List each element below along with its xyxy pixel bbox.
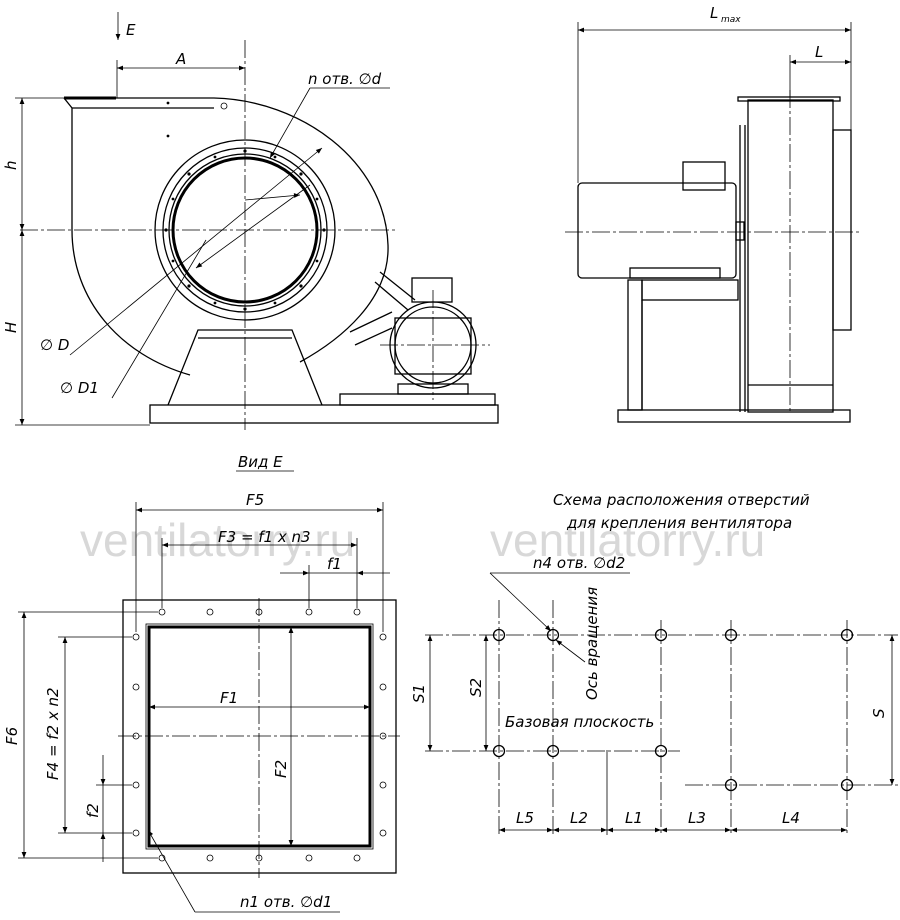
side-view: L max L bbox=[565, 4, 860, 423]
base-holes-label: n4 отв. ∅d2 bbox=[533, 554, 625, 572]
dim-A: A bbox=[175, 50, 186, 68]
view-e-title: Вид E bbox=[238, 453, 283, 471]
outlet-flange-holes bbox=[132, 608, 387, 862]
dim-Lmax-sub: max bbox=[721, 15, 741, 25]
watermark-left: ventilatorry.ru bbox=[80, 514, 355, 566]
base-holes bbox=[492, 628, 854, 792]
dim-H: H bbox=[2, 322, 20, 333]
outlet-flange-view: F5 F3 = f1 x n3 f1 F6 F4 = f2 x n2 f2 F1 bbox=[3, 491, 400, 913]
dim-S1: S1 bbox=[410, 684, 428, 703]
dim-f1: f1 bbox=[327, 555, 342, 573]
dim-F6: F6 bbox=[3, 727, 21, 745]
dim-D1: ∅ D1 bbox=[60, 379, 99, 397]
dim-F3: F3 = f1 x n3 bbox=[218, 528, 311, 546]
dim-L3: L3 bbox=[688, 809, 706, 827]
watermark-right: ventilatorry.ru bbox=[490, 514, 765, 566]
dim-Lmax: L bbox=[710, 4, 718, 22]
front-view: E A h H n отв. ∅d ∅ D ∅ D1 bbox=[2, 12, 499, 430]
dim-S2: S2 bbox=[467, 678, 485, 697]
scheme-title-line-2: для крепления вентилятора bbox=[566, 514, 792, 532]
inlet-flange-holes bbox=[164, 149, 326, 311]
dim-L1: L1 bbox=[625, 809, 643, 827]
dim-S: S bbox=[870, 708, 888, 718]
rotation-axis-label: Ось вращения bbox=[583, 587, 601, 700]
view-arrow-label: E bbox=[126, 21, 136, 39]
scheme-title-line-1: Схема расположения отверстий bbox=[553, 491, 810, 509]
mounting-scheme: Схема расположения отверстий для креплен… bbox=[410, 491, 898, 835]
dim-F1: F1 bbox=[220, 689, 238, 707]
watermark: ventilatorry.ru ventilatorry.ru bbox=[80, 514, 765, 566]
dim-f2: f2 bbox=[84, 803, 102, 818]
dim-L4: L4 bbox=[782, 809, 800, 827]
dim-F5: F5 bbox=[246, 491, 264, 509]
dim-L2: L2 bbox=[570, 809, 588, 827]
dim-h: h bbox=[2, 160, 20, 170]
dim-F2: F2 bbox=[272, 760, 290, 778]
dim-L: L bbox=[815, 43, 823, 61]
flange-holes-label: n отв. ∅d bbox=[308, 70, 382, 88]
base-plane-label: Базовая плоскость bbox=[505, 713, 654, 731]
outlet-holes-label: n1 отв. ∅d1 bbox=[240, 893, 332, 911]
dim-L5: L5 bbox=[516, 809, 534, 827]
dim-F4: F4 = f2 x n2 bbox=[44, 687, 62, 780]
dim-D: ∅ D bbox=[40, 336, 69, 354]
